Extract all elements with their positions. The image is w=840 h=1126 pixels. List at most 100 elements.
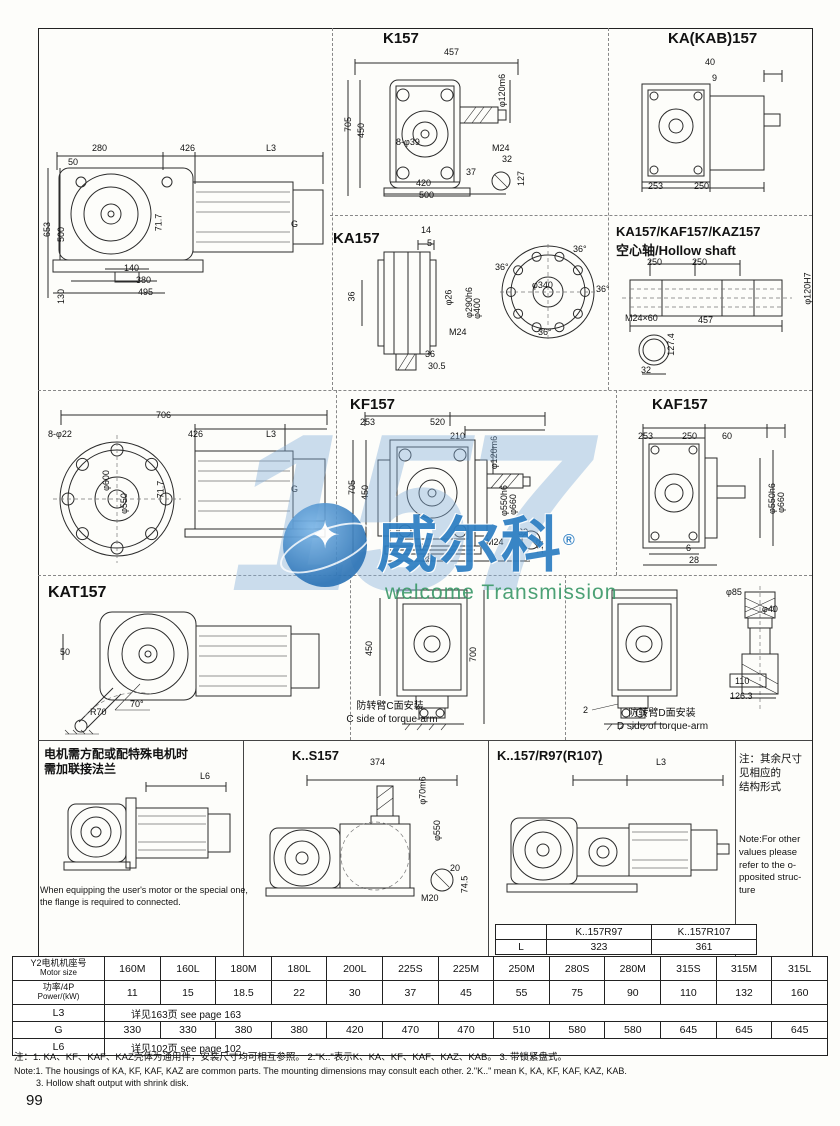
motor-size-cell: 315S: [660, 956, 717, 981]
dim-label: 653: [42, 221, 53, 238]
dim-label: 127.4: [665, 333, 676, 356]
dim-label: φ550: [431, 820, 442, 841]
dim-label: 140: [124, 263, 140, 273]
divider: [608, 28, 609, 390]
motor-size-cell: 315L: [771, 956, 828, 981]
panel-title-hollow-1: KA157/KAF157/KAZ157: [616, 224, 761, 239]
power-cell: 110: [660, 980, 717, 1005]
row-label: L3: [12, 1004, 105, 1022]
table-row: K..157R97 K..157R107: [495, 924, 757, 940]
power-cell: 30: [326, 980, 384, 1005]
power-cell: 55: [493, 980, 550, 1005]
value-cell: 323: [546, 939, 652, 955]
row-label: G: [12, 1021, 105, 1039]
motor-size-cell: 250M: [493, 956, 550, 981]
torque-c-caption-en: C side of torque-arm: [346, 714, 438, 725]
dim-label: 127: [535, 538, 546, 555]
dim-label: 253: [638, 431, 654, 441]
divider: [330, 215, 812, 216]
footnote-en-1: Note:1. The housings of KA, KF, KAF, KAZ…: [14, 1066, 627, 1076]
dim-label: 60: [722, 431, 733, 441]
row-label-en: Power/(kW): [37, 992, 80, 1002]
kat157-drawing: [62, 611, 320, 735]
kab157-drawing: [641, 70, 783, 192]
dim-label: φ120H7: [802, 272, 813, 305]
g-cell: 470: [437, 1021, 495, 1039]
ka157-bolt-circle-drawing: [500, 244, 596, 340]
divider: [38, 390, 812, 391]
dim-label: 14: [421, 225, 432, 235]
power-cell: 160: [771, 980, 828, 1005]
dim-label: 210: [450, 431, 466, 441]
dim-label: M24: [449, 327, 467, 337]
motor-size-cell: 160L: [159, 956, 217, 981]
kaf157-drawing: [642, 424, 786, 566]
divider: [565, 575, 566, 740]
kf157-front-view-drawing: [352, 412, 546, 562]
dim-label: φ660: [775, 492, 786, 513]
dim-label: φ340: [532, 280, 553, 290]
g-cell: 380: [215, 1021, 272, 1039]
dim-label: 30.5: [428, 361, 446, 371]
dim-label: φ70m6: [417, 776, 428, 805]
kf157-side-view-drawing: [53, 410, 328, 563]
dim-label: M24: [486, 537, 504, 547]
dim-label: 250: [682, 431, 698, 441]
dim-label: 36°: [538, 327, 552, 337]
dim-label: 28: [422, 554, 433, 564]
motor-size-cell: 160M: [104, 956, 161, 981]
divider: [336, 390, 337, 575]
dim-label: φ550: [118, 493, 129, 514]
shaft-end-detail-drawing: [729, 586, 779, 712]
dim-label: 700: [468, 646, 479, 663]
g-cell: 380: [270, 1021, 328, 1039]
motor-size-cell: 200L: [326, 956, 384, 981]
dim-label: M20: [421, 893, 439, 903]
side-note-en: Note:For other values please refer to th…: [739, 834, 802, 897]
dim-label: L3: [266, 429, 277, 439]
ka157-section-drawing: [361, 240, 437, 371]
dim-label: 8-φ39: [396, 137, 420, 147]
motor-size-cell: 180L: [270, 956, 328, 981]
dim-label: 50: [68, 157, 79, 167]
dim-label: 457: [698, 315, 714, 325]
dim-label: 9: [712, 73, 718, 83]
dim-label: 706: [156, 410, 172, 420]
g-cell: 330: [159, 1021, 217, 1039]
dim-label: G: [291, 219, 299, 229]
dim-label: 705: [343, 116, 354, 133]
dim-label: φ600: [100, 470, 111, 491]
dim-label: M24×60: [625, 313, 658, 323]
dim-label: 36: [346, 291, 357, 302]
dim-label: 36: [425, 349, 436, 359]
variant-length-table: K..157R97 K..157R107 L 323 361: [495, 924, 757, 955]
divider: [243, 740, 244, 956]
dim-label: 253: [360, 417, 376, 427]
dim-label: 500: [419, 190, 435, 200]
g-cell: 470: [382, 1021, 439, 1039]
dim-label: 71.7: [153, 213, 164, 232]
panel-title-kaf157: KAF157: [652, 396, 708, 413]
torque-c-caption-cn: 防转臂C面安装: [356, 701, 424, 712]
l3-reference-cell: 详见163页 see page 163: [104, 1004, 828, 1022]
dim-label: 71.7: [155, 480, 166, 499]
flange-note-en: When equipping the user's motor or the s…: [40, 885, 248, 908]
dim-label: 8-φ22: [48, 429, 72, 439]
panel-title-kf157: KF157: [350, 396, 396, 413]
table-row-g: G 330 330 380 380 420 470 470 510 580 58…: [12, 1021, 828, 1039]
k157-side-view-drawing: [47, 152, 324, 298]
row-label-cn: Y2电机机座号: [30, 958, 87, 969]
dim-label: φ660: [507, 494, 518, 515]
dim-label: 36°: [495, 262, 509, 272]
g-cell: 645: [715, 1021, 773, 1039]
hollow-shaft-drawing: [622, 260, 792, 375]
footnote-cn: 注：1. KA、KF、KAF、KAZ壳体为通用件，安装尺寸均可相互参照。 2."…: [14, 1052, 568, 1063]
torque-d-caption-en: D side of torque-arm: [616, 721, 709, 732]
power-cell: 45: [437, 980, 495, 1005]
g-cell: 645: [771, 1021, 828, 1039]
dim-label: L6: [200, 771, 211, 781]
variant-header: K..157R97: [546, 924, 652, 940]
